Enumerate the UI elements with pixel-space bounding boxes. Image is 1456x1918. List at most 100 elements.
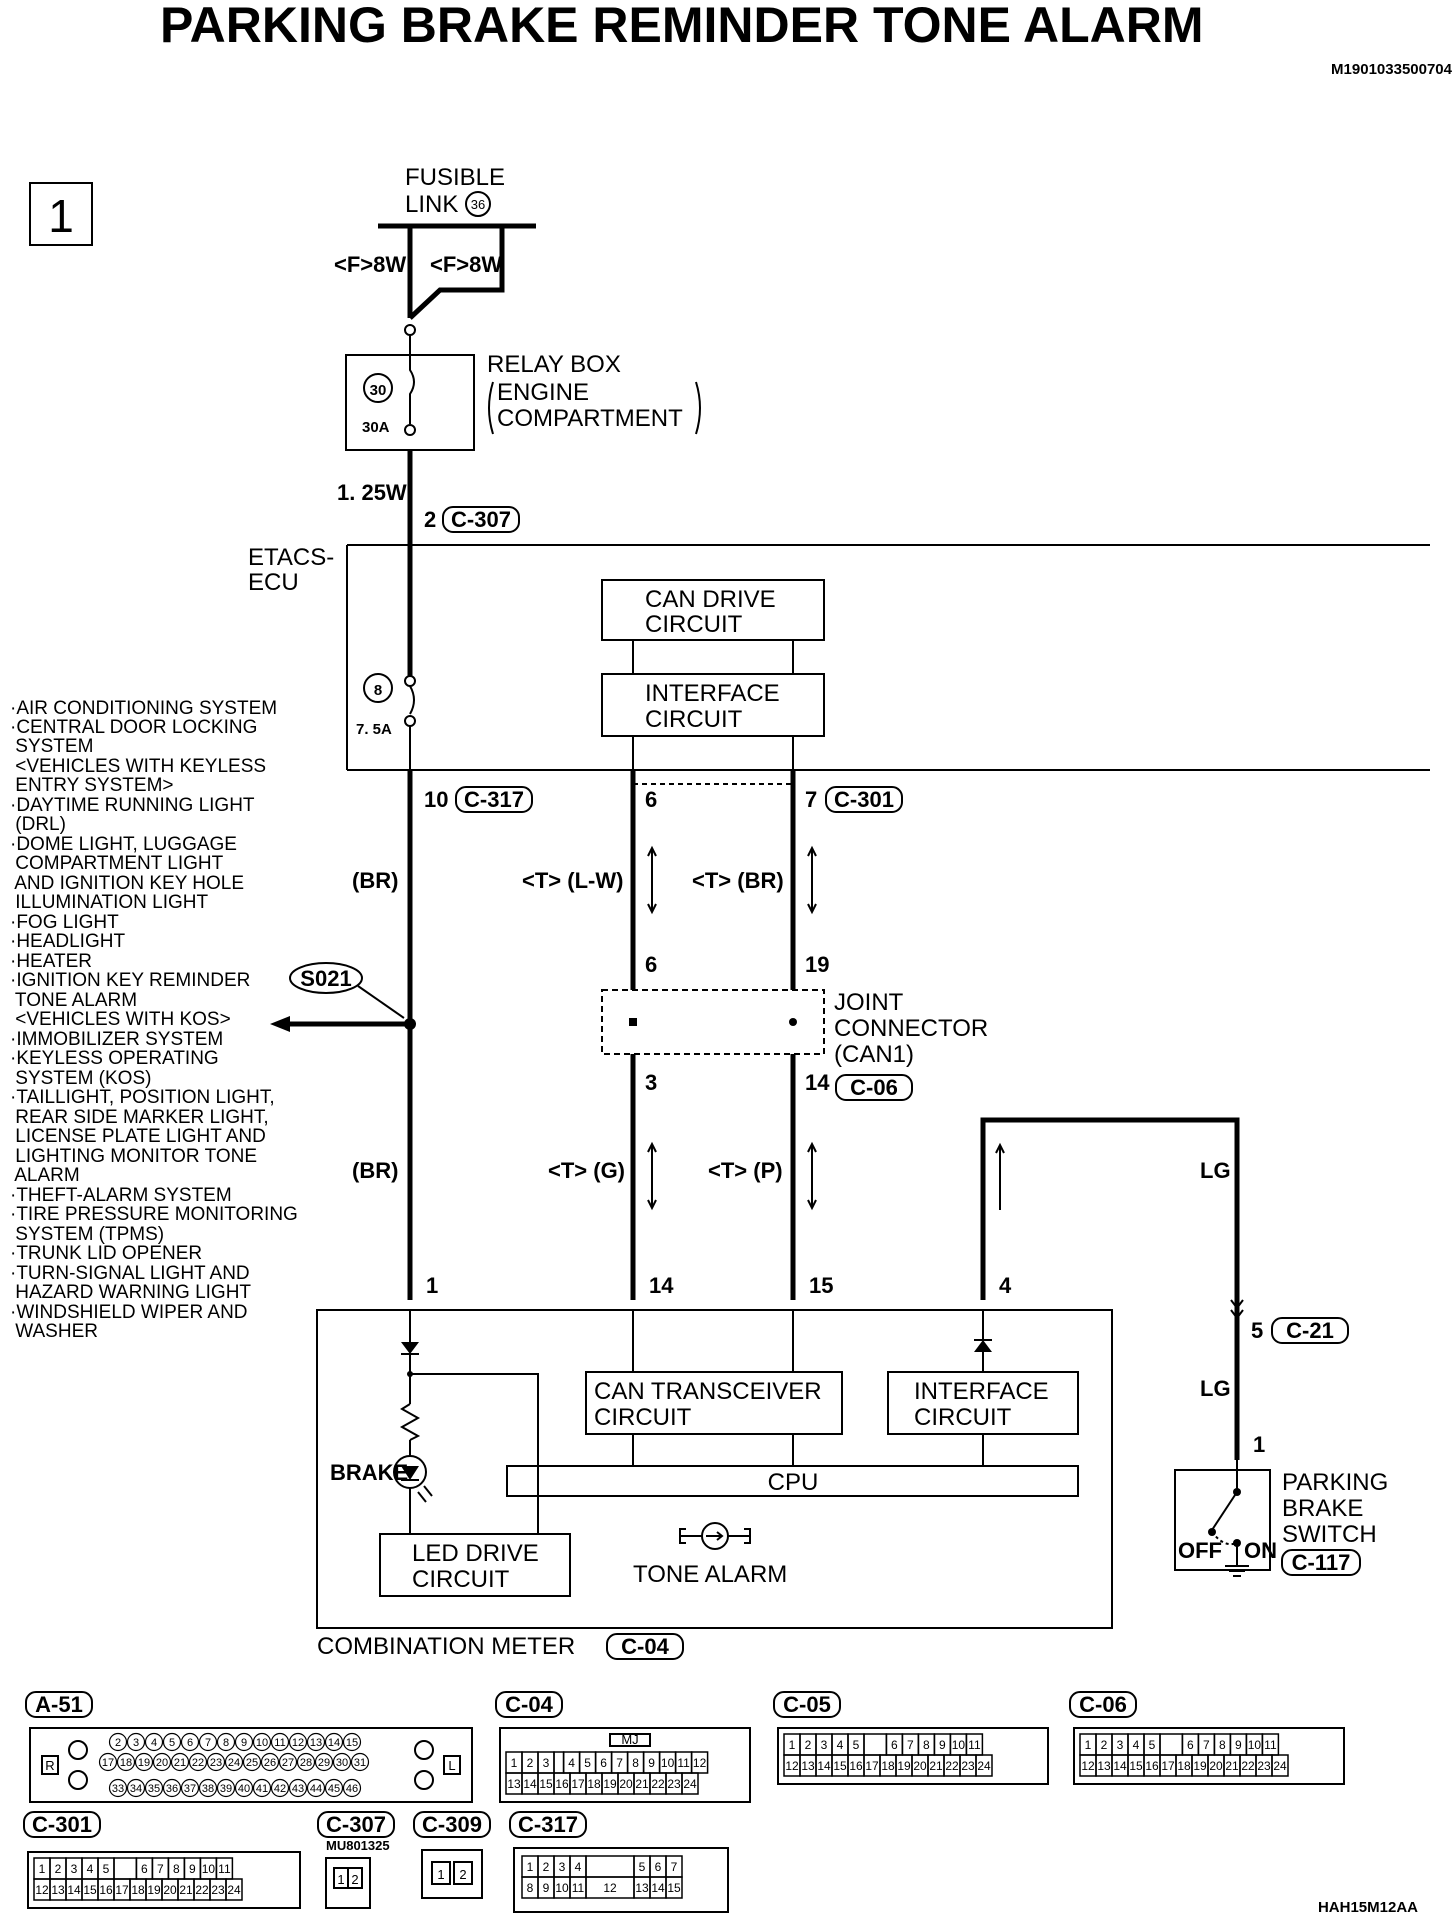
pin-cell — [431, 1861, 451, 1885]
pin-number: 44 — [310, 1783, 322, 1795]
pin-number: 14 — [67, 1883, 81, 1897]
pin-number: 21 — [179, 1883, 193, 1897]
pin-number: 3 — [543, 1756, 550, 1770]
branch-arrow — [270, 1016, 290, 1032]
pin-number: 6 — [600, 1756, 607, 1770]
pin-cell — [162, 1778, 182, 1798]
pin-number: 1 — [789, 1738, 796, 1752]
etacs-fuse-number: 8 — [374, 682, 382, 699]
pin-number: 21 — [174, 1757, 186, 1769]
pin-cell — [126, 1732, 146, 1752]
junction — [629, 1018, 637, 1026]
page-number: 1 — [48, 190, 74, 242]
pin-number: 19 — [138, 1757, 150, 1769]
wire-label-f8w-left: <F>8W — [334, 252, 406, 277]
pin-number: 5 — [1149, 1738, 1156, 1752]
connector-tag — [413, 1811, 491, 1838]
connector-c317-face — [513, 1847, 729, 1913]
pin-cell — [116, 1752, 136, 1772]
connector-mark — [1230, 1309, 1244, 1320]
pin-number: 16 — [555, 1777, 569, 1791]
pin-cell — [134, 1752, 154, 1772]
pin-number: 11 — [968, 1738, 981, 1752]
led-symbol — [401, 1466, 419, 1480]
page-title: PARKING BRAKE REMINDER TONE ALARM — [160, 0, 1204, 53]
pin-cell — [332, 1752, 352, 1772]
pin-number: 9 — [939, 1738, 946, 1752]
pin-cell — [198, 1778, 218, 1798]
pin-number: 37 — [184, 1783, 196, 1795]
relay-fuse-number: 30 — [370, 382, 387, 399]
pin-number: 20 — [163, 1883, 177, 1897]
pin-number: 22 — [651, 1777, 665, 1791]
pin-cell — [144, 1778, 164, 1798]
pin-number: 3 — [821, 1738, 828, 1752]
connector-tag — [317, 1811, 395, 1838]
pin-number: 9 — [241, 1737, 247, 1749]
pin-cell — [188, 1752, 208, 1772]
pin-number: 9 — [543, 1881, 550, 1895]
pin-number: 17 — [865, 1759, 879, 1773]
pin-number: 3 — [71, 1862, 78, 1876]
light-ray — [423, 1485, 433, 1497]
pin-number: 8 — [923, 1738, 930, 1752]
joint-connector-box — [601, 989, 825, 1055]
pin-number: 12 — [603, 1881, 617, 1895]
led-drive-circuit-box — [379, 1533, 571, 1597]
switch-label-2: BRAKE — [1282, 1495, 1363, 1522]
pin-number: 1 — [511, 1756, 518, 1770]
pin-number: 2 — [351, 1872, 358, 1887]
leader-line — [357, 985, 405, 1019]
connector-c307: C-307 — [451, 507, 511, 532]
pin-cell — [288, 1732, 308, 1752]
pin-number: 6 — [141, 1862, 148, 1876]
wire-color-tp: <T> (P) — [708, 1158, 783, 1183]
pin-number: 20 — [156, 1757, 168, 1769]
pin-7-etacs: 7 — [805, 787, 817, 812]
connector-key-label: R — [45, 1758, 54, 1773]
pin-number: 11 — [572, 1881, 585, 1895]
pin-number: 20 — [913, 1759, 927, 1773]
pin-number: 31 — [354, 1757, 366, 1769]
pin-number: 27 — [282, 1757, 294, 1769]
connector-key — [443, 1755, 461, 1775]
pin-cell — [98, 1752, 118, 1772]
connector-c307-tag — [442, 506, 520, 533]
pin-number: 12 — [292, 1737, 304, 1749]
connector-c307-face — [325, 1857, 371, 1909]
connector-c301-tag — [825, 786, 903, 813]
pin-number: 13 — [310, 1737, 322, 1749]
terminal — [404, 675, 416, 687]
pin-number: 11 — [677, 1756, 690, 1770]
connector-view-a51: A-51 — [35, 1692, 83, 1717]
pin-number: 9 — [1235, 1738, 1242, 1752]
pin-14-joint: 14 — [805, 1070, 830, 1095]
pin-number: 19 — [603, 1777, 617, 1791]
pin-number: 16 — [849, 1759, 863, 1773]
pin-number: 19 — [897, 1759, 911, 1773]
pin-14-meter: 14 — [649, 1273, 674, 1298]
connector-mark — [1230, 1299, 1244, 1310]
wire-color-tlw: <T> (L-W) — [522, 868, 623, 893]
connector-tag — [495, 1691, 563, 1718]
system-item: ·KEYLESS OPERATING — [10, 1048, 219, 1069]
pin-number: 30 — [336, 1757, 348, 1769]
part-number: MU801325 — [326, 1838, 390, 1853]
pin-number: 23 — [210, 1757, 222, 1769]
pin-number: 22 — [1241, 1759, 1255, 1773]
system-item: <VEHICLES WITH KOS> — [10, 1009, 231, 1030]
pin-number: 4 — [87, 1862, 94, 1876]
pin-5-c21: 5 — [1251, 1318, 1263, 1343]
pin-2: 2 — [424, 507, 436, 532]
pin-cell — [342, 1732, 362, 1752]
terminal — [404, 324, 416, 336]
pin-number: 23 — [667, 1777, 681, 1791]
terminal — [404, 715, 416, 727]
system-item: ·TIRE PRESSURE MONITORING — [10, 1204, 298, 1225]
pin-number: 4 — [837, 1738, 844, 1752]
connector-c21-tag — [1271, 1317, 1349, 1344]
pin-number: 15 — [539, 1777, 553, 1791]
pin-number: 11 — [218, 1862, 231, 1876]
